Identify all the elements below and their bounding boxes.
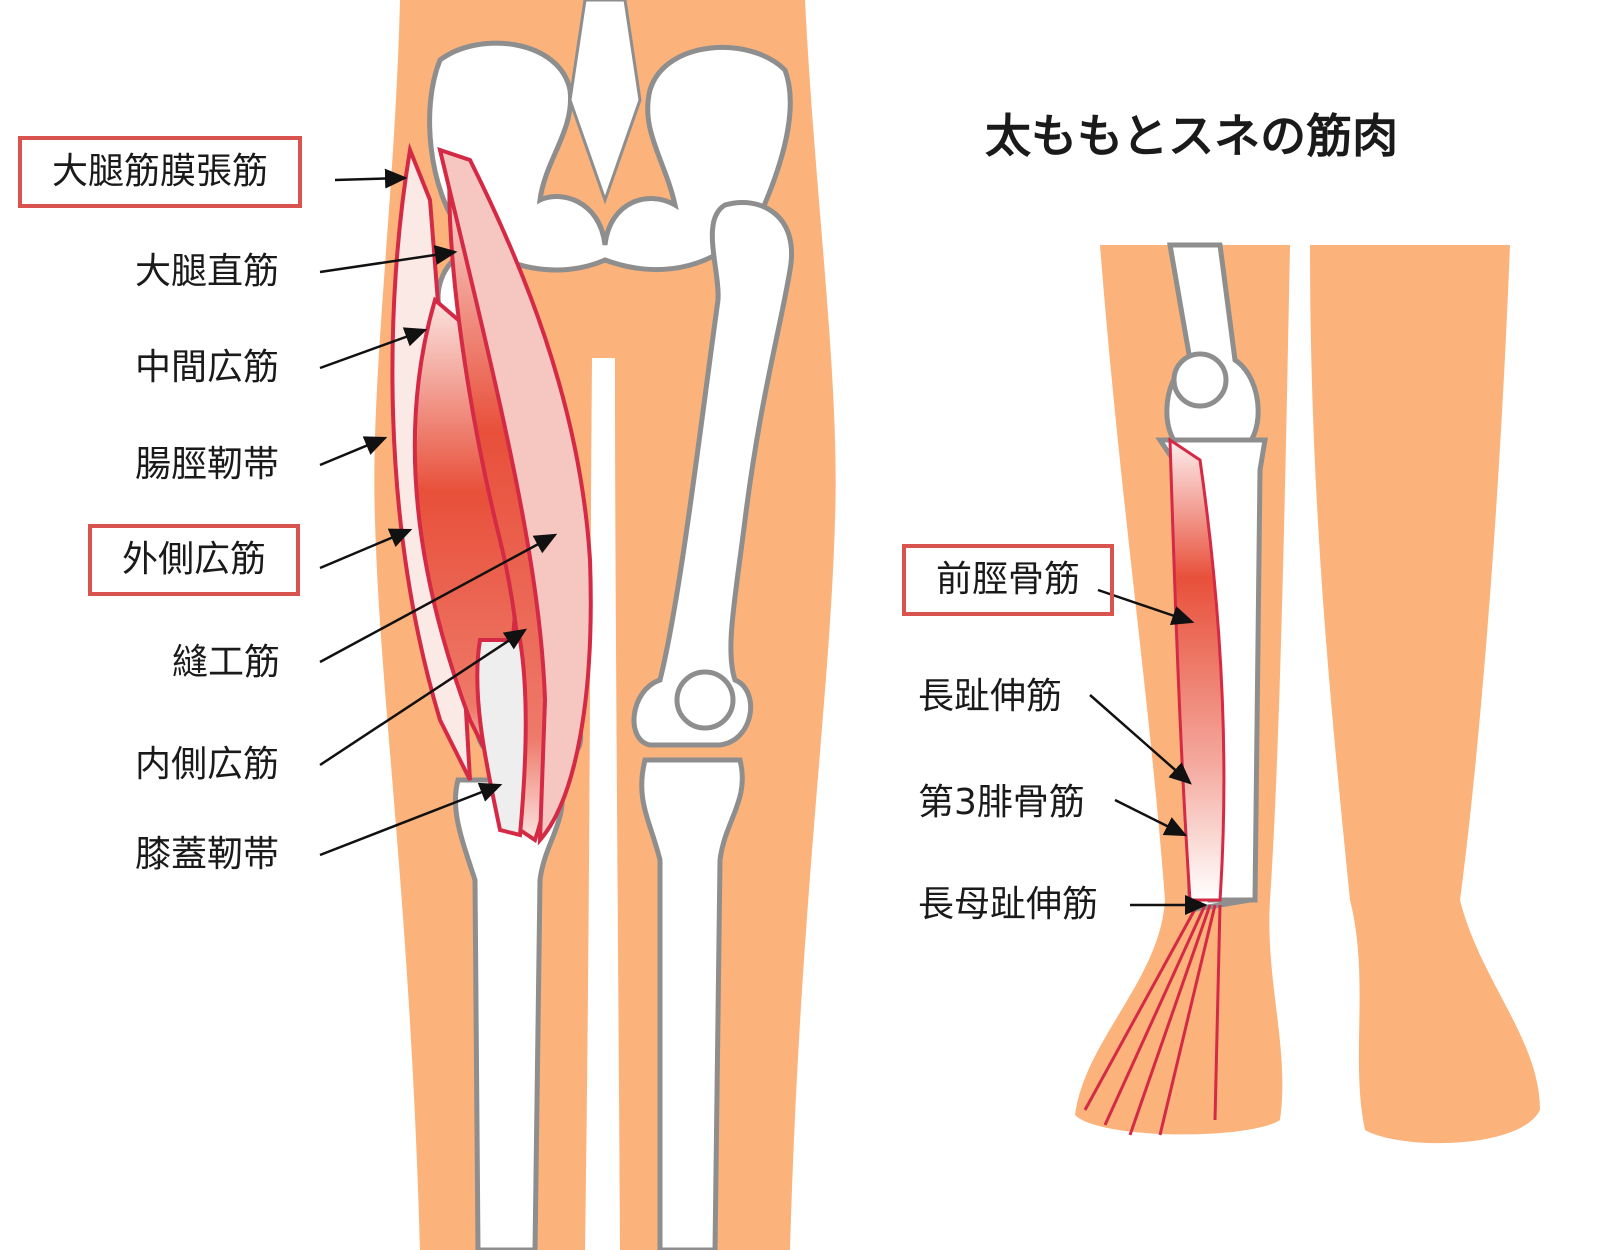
label-peroneus-tertius: 第3腓骨筋 [918,782,1085,823]
pelvis-bone [427,0,793,273]
label-sartorius: 縫工筋 [172,642,281,683]
label-iliotibial-band: 腸脛靭帯 [135,444,280,485]
diagram-title: 太ももとスネの筋肉 [985,109,1399,163]
label-vastus-lateralis: 外側広筋 [88,524,301,596]
label-extensor-hallucis-longus: 長母趾伸筋 [918,884,1099,925]
label-vastus-intermedius: 中間広筋 [135,347,280,388]
label-tibialis-anterior: 前脛骨筋 [902,544,1115,616]
label-arrows [319,168,1208,915]
label-extensor-digitorum-longus: 長趾伸筋 [918,676,1063,717]
label-vastus-medialis: 内側広筋 [135,744,280,785]
shin-skin [1075,245,1540,1144]
shin-muscles [1083,437,1226,1136]
label-tensor-fasciae-latae: 大腿筋膜張筋 [18,136,303,208]
tibia-bones [453,669,745,1250]
thigh-muscles [390,142,593,846]
label-rectus-femoris: 大腿直筋 [135,251,280,292]
label-patellar-ligament: 膝蓋靭帯 [135,834,280,875]
